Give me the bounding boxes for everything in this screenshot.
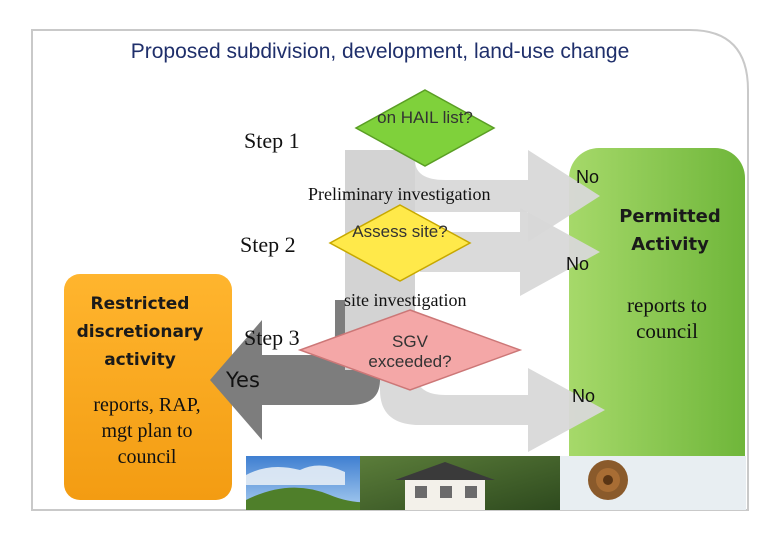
hail-diamond bbox=[354, 89, 496, 167]
preliminary-investigation-label: Preliminary investigation bbox=[308, 184, 491, 204]
no-arrow-3 bbox=[380, 320, 605, 452]
photo-fern bbox=[560, 456, 746, 510]
step-3-label: Step 3 bbox=[244, 325, 300, 350]
permitted-activity-title: Permitted Activity bbox=[619, 206, 721, 255]
yes-label: Yes bbox=[226, 368, 260, 392]
site-investigation-label: site investigation bbox=[344, 290, 467, 310]
restricted-box bbox=[64, 274, 232, 500]
no-label-3: No bbox=[572, 386, 596, 406]
no-label-1: No bbox=[576, 167, 600, 187]
no-arrow-2 bbox=[420, 208, 600, 296]
permitted-box bbox=[569, 148, 745, 510]
sgv-question: SGV exceeded? bbox=[368, 332, 452, 371]
yes-arrow bbox=[210, 300, 380, 440]
permitted-activity-note: reports to council bbox=[627, 293, 707, 343]
step-1-label: Step 1 bbox=[244, 128, 300, 153]
restricted-activity-note: reports, RAP, mgt plan to council bbox=[93, 394, 201, 468]
slide-frame bbox=[31, 29, 749, 511]
sgv-diamond bbox=[297, 309, 523, 391]
hail-question: on HAIL list? bbox=[377, 108, 473, 127]
no-label-2: No bbox=[566, 254, 590, 274]
no-arrow-1 bbox=[415, 150, 600, 242]
restricted-activity-title: Restricted discretionary activity bbox=[76, 294, 204, 370]
step-2-label: Step 2 bbox=[240, 232, 296, 257]
assess-diamond bbox=[328, 204, 472, 282]
page-title: Proposed subdivision, development, land-… bbox=[130, 40, 630, 63]
assess-question: Assess site? bbox=[352, 222, 448, 241]
